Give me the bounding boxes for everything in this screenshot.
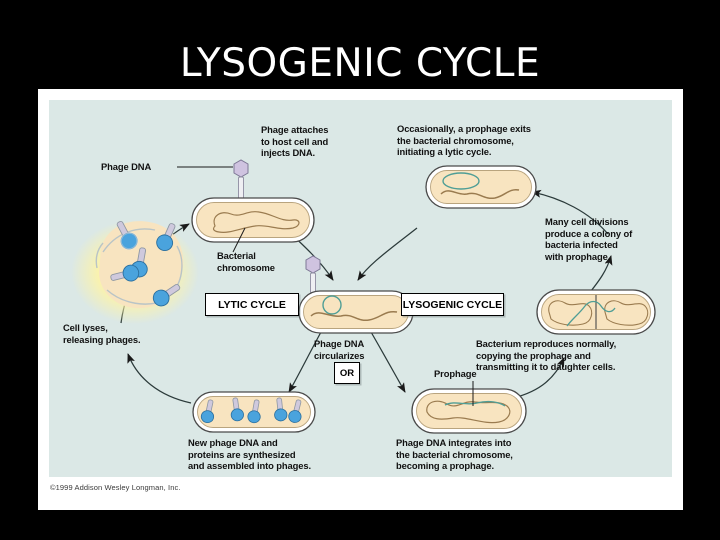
- label-phage-dna: Phage DNA: [101, 161, 152, 172]
- figure-card: Phage DNA Phage attaches to host cell an…: [38, 89, 683, 510]
- lysed-cell-group: [71, 220, 199, 324]
- label-bacterium-reproduces: Bacterium reproduces normally, copying t…: [476, 338, 617, 373]
- phage-attachment-cell-group: [177, 159, 315, 253]
- label-cell-lyses: Cell lyses, releasing phages.: [63, 322, 141, 345]
- arrow-exit-to-center: [357, 227, 418, 281]
- prophage-exit-cell-group: [425, 165, 537, 209]
- phage-particle-center: [305, 255, 321, 294]
- figure-panel: Phage DNA Phage attaches to host cell an…: [49, 100, 672, 477]
- label-phage-attaches: Phage attaches to host cell and injects …: [261, 124, 329, 159]
- copyright-notice: ©1999 Addison Wesley Longman, Inc.: [50, 483, 181, 492]
- label-prophage: Prophage: [434, 368, 477, 379]
- lysogenic-cycle-box: LYSOGENIC CYCLE: [401, 293, 504, 316]
- label-bacterial-chromosome: Bacterial chromosome: [217, 250, 275, 273]
- dividing-bacterium-group: [536, 289, 656, 335]
- arrow-colony-to-exit: [531, 189, 609, 235]
- prophage-integration-cell-group: [411, 381, 527, 434]
- arrow-center-to-newphages: [288, 331, 322, 393]
- page-title: LYSOGENIC CYCLE: [179, 41, 541, 86]
- released-phages: [110, 220, 181, 307]
- circularized-dna-cell-group: [298, 255, 414, 334]
- label-new-phage-dna: New phage DNA and proteins are synthesiz…: [188, 437, 311, 472]
- arrow-newphages-to-lysis: [127, 353, 192, 404]
- label-phage-dna-integrates: Phage DNA integrates into the bacterial …: [396, 437, 513, 472]
- new-phages-cell-group: [192, 391, 316, 433]
- arrow-center-to-integration: [370, 331, 406, 393]
- label-prophage-exits: Occasionally, a prophage exits the bacte…: [397, 123, 531, 158]
- or-box: OR: [334, 362, 360, 384]
- lysogenic-cycle-diagram: [71, 159, 656, 434]
- lytic-cycle-box: LYTIC CYCLE: [205, 293, 299, 316]
- label-many-cell-divisions: Many cell divisions produce a colony of …: [545, 216, 633, 262]
- label-phage-dna-circularizes: Phage DNA circularizes: [314, 338, 365, 361]
